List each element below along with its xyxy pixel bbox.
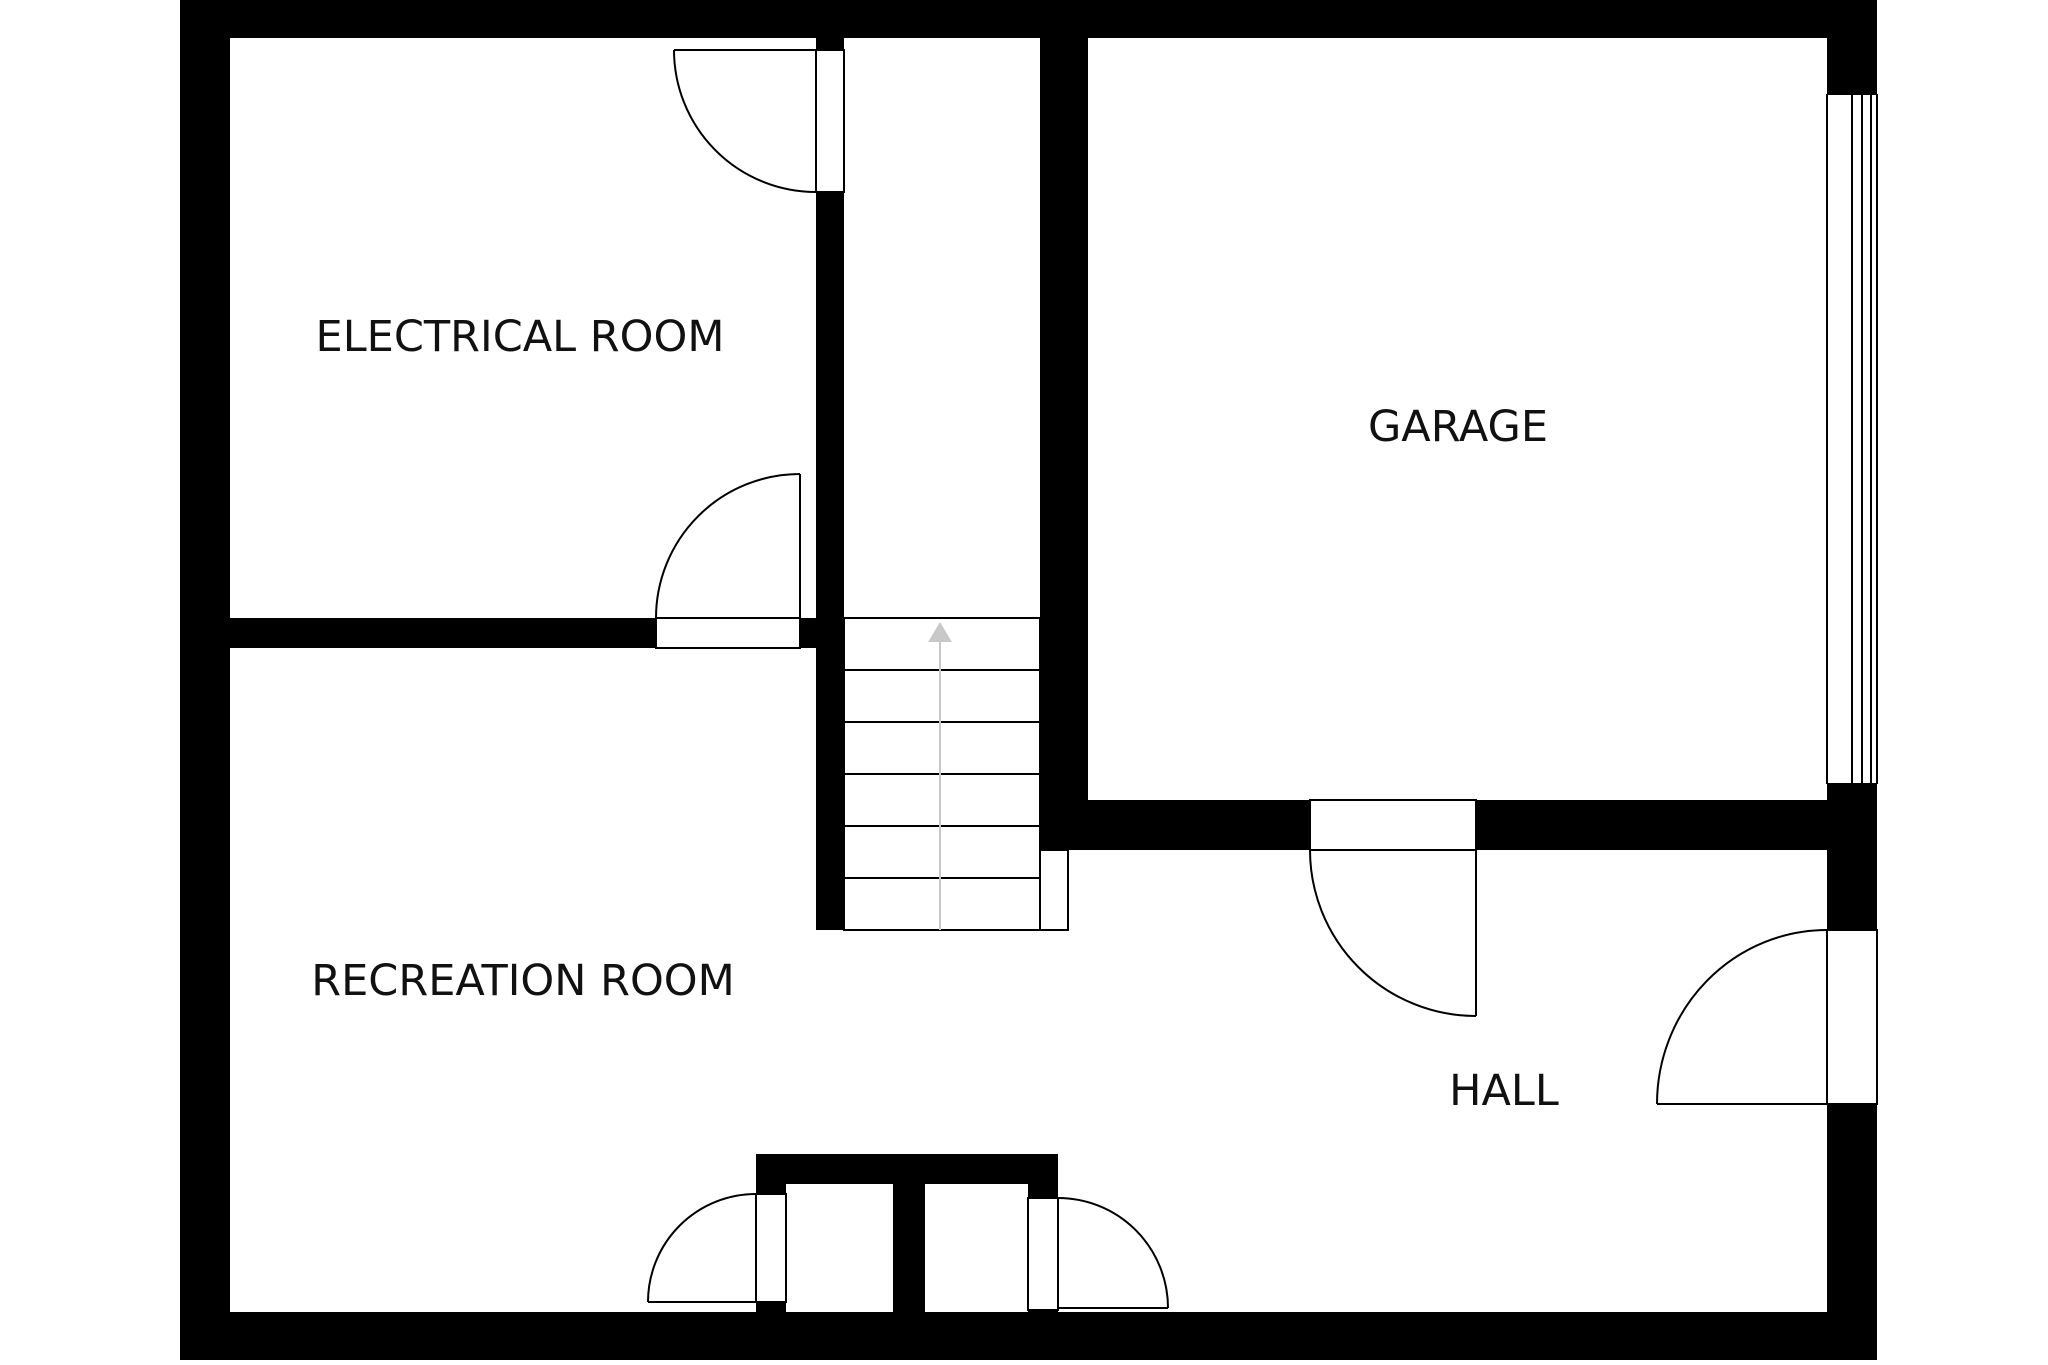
room-label-electrical: ELECTRICAL ROOM bbox=[316, 312, 725, 362]
wall-closet-divider bbox=[893, 1154, 925, 1314]
doors bbox=[647, 49, 1878, 1311]
door-closet-right bbox=[1027, 1197, 1169, 1311]
garage-window bbox=[1826, 93, 1878, 785]
door-garage bbox=[1309, 799, 1477, 1017]
door-hall-east bbox=[1656, 929, 1878, 1105]
stair-direction-arrow bbox=[928, 622, 952, 642]
room-label-hall: HALL bbox=[1449, 1066, 1559, 1116]
outer-wall-bottom bbox=[180, 1312, 1877, 1360]
outer-wall-top bbox=[180, 0, 1877, 38]
room-labels: ELECTRICAL ROOM GARAGE RECREATION ROOM H… bbox=[311, 312, 1559, 1116]
wall-garage-west bbox=[1040, 38, 1088, 850]
door-electrical-bottom bbox=[655, 473, 801, 649]
door-closet-left bbox=[647, 1193, 787, 1303]
room-label-recreation: RECREATION ROOM bbox=[311, 956, 735, 1006]
room-label-garage: GARAGE bbox=[1368, 402, 1548, 452]
door-electrical-top bbox=[673, 49, 845, 193]
outer-wall-left bbox=[180, 0, 230, 1360]
staircase bbox=[843, 617, 1069, 931]
